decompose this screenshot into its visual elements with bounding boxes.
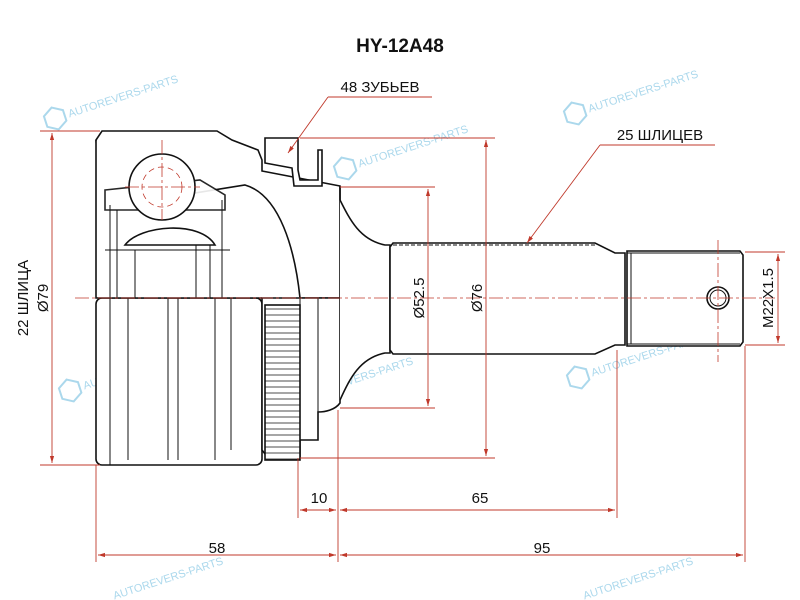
svg-text:AUTOREVERS-PARTS: AUTOREVERS-PARTS <box>582 555 695 600</box>
watermark-logo-icon: AUTOREVERS-PARTS <box>42 73 180 131</box>
svg-text:AUTOREVERS-PARTS: AUTOREVERS-PARTS <box>587 68 700 115</box>
thread-label: M22X1.5 <box>760 268 777 328</box>
hub-diameter-label: Ø52.5 <box>411 278 428 319</box>
outer-diameter-label: Ø79 <box>35 284 52 312</box>
svg-text:AUTOREVERS-PARTS: AUTOREVERS-PARTS <box>357 123 470 170</box>
body-length-label: 58 <box>209 540 226 557</box>
inner-spline-label: 22 ШЛИЦА <box>15 260 32 336</box>
abs-diameter-label: Ø76 <box>469 284 486 312</box>
stem-length-label: 95 <box>534 540 551 557</box>
dimension-lines <box>40 96 785 562</box>
spline-count-label: 25 ШЛИЦЕВ <box>617 127 703 144</box>
svg-text:AUTOREVERS-PARTS: AUTOREVERS-PARTS <box>112 555 225 600</box>
watermark-logo-icon: AUTOREVERS-PARTS <box>582 555 695 600</box>
shaft-length-label: 65 <box>472 490 489 507</box>
watermark-logo-icon: AUTOREVERS-PARTS <box>332 123 470 181</box>
watermark-logo-icon: AUTOREVERS-PARTS <box>562 68 700 126</box>
abs-ring-teeth <box>265 308 300 460</box>
abs-width-label: 10 <box>311 490 328 507</box>
teeth-count-label: 48 ЗУБЬЕВ <box>341 79 420 96</box>
watermark-logo-icon: AUTOREVERS-PARTS <box>112 555 225 600</box>
centerlines <box>75 140 775 362</box>
part-number-title: HY-12A48 <box>356 36 444 57</box>
svg-text:AUTOREVERS-PARTS: AUTOREVERS-PARTS <box>67 73 180 120</box>
cv-joint-part <box>95 130 744 466</box>
